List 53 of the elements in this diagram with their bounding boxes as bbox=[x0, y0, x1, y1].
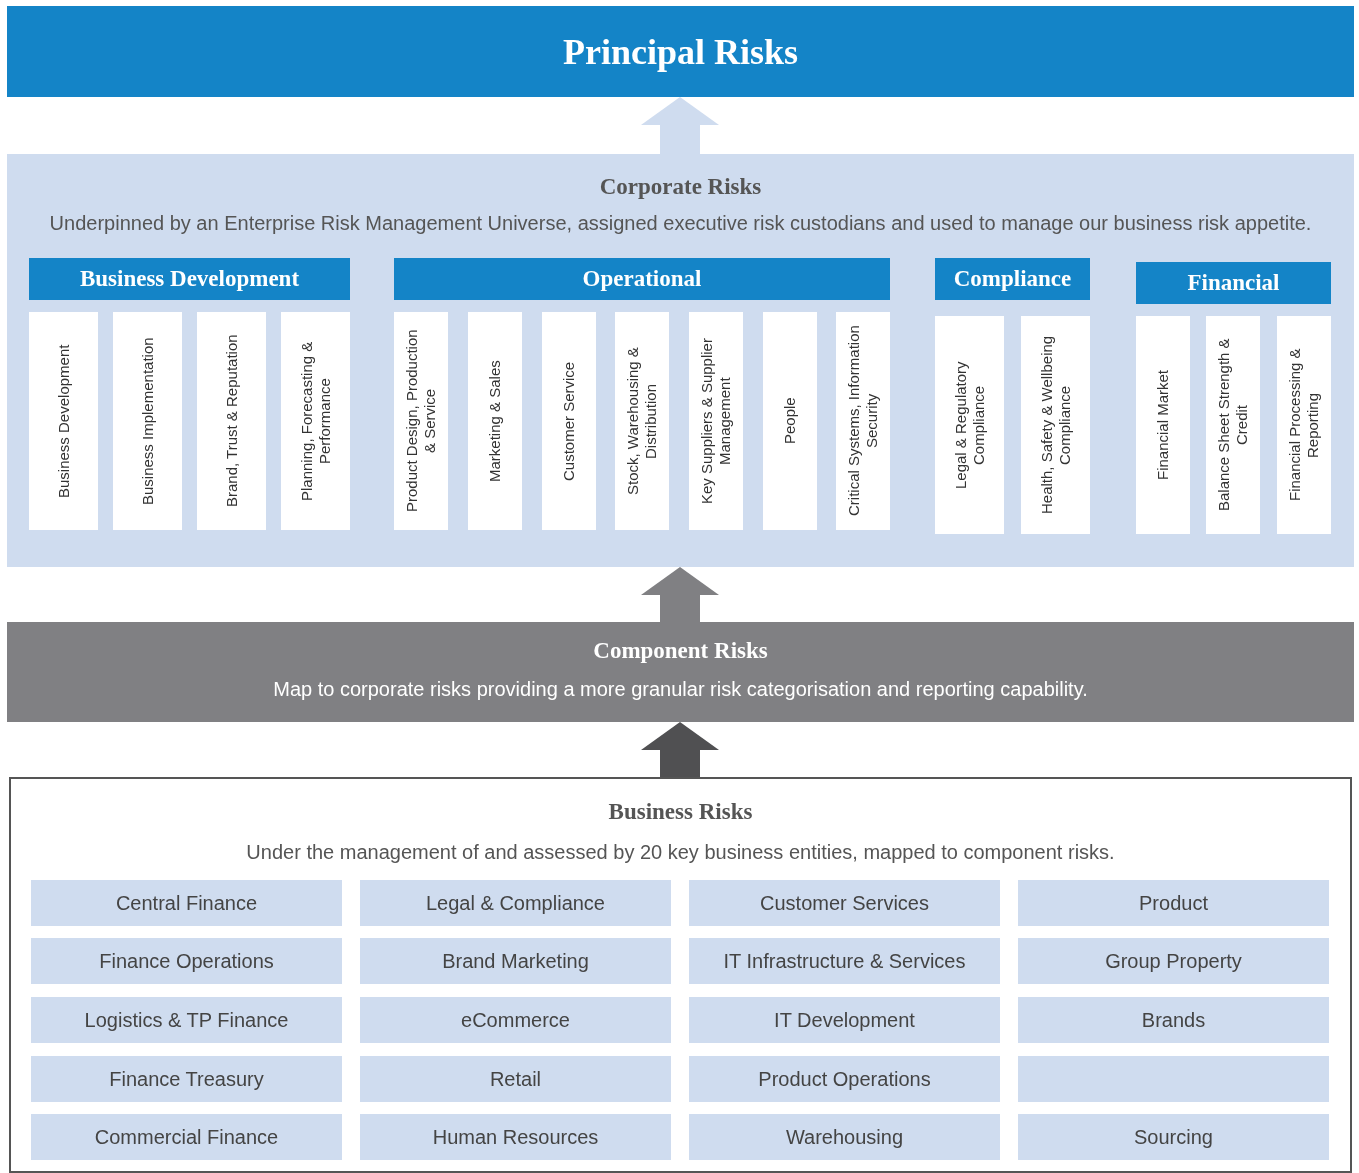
risk-column: Planning, Forecasting & Performance bbox=[281, 312, 350, 530]
entity-box: Brands bbox=[1018, 997, 1329, 1043]
risk-column: Financial Processing & Reporting bbox=[1277, 316, 1331, 534]
entity-box: Commercial Finance bbox=[31, 1114, 342, 1160]
entity-box: Legal & Compliance bbox=[360, 880, 671, 926]
entity-box: Human Resources bbox=[360, 1114, 671, 1160]
category-header: Operational bbox=[394, 258, 890, 300]
category-header: Business Development bbox=[29, 258, 350, 300]
block-arrow bbox=[641, 722, 719, 777]
layer-description: Under the management of and assessed by 20 key business entities, mapped to component risks. bbox=[246, 841, 1115, 864]
entity-box: Product Operations bbox=[689, 1056, 1000, 1102]
entity-box: Finance Operations bbox=[31, 938, 342, 984]
risk-column: Stock, Warehousing & Distribution bbox=[615, 312, 669, 530]
layer-title: Component Risks bbox=[593, 638, 768, 664]
entity-box: Logistics & TP Finance bbox=[31, 997, 342, 1043]
risk-column: Balance Sheet Strength & Credit bbox=[1206, 316, 1260, 534]
entity-box: Finance Treasury bbox=[31, 1056, 342, 1102]
risk-column: Marketing & Sales bbox=[468, 312, 522, 530]
risk-column: Financial Market bbox=[1136, 316, 1190, 534]
entity-box: Sourcing bbox=[1018, 1114, 1329, 1160]
block-arrow bbox=[641, 567, 719, 622]
risk-layer-panel bbox=[7, 154, 1354, 567]
entity-box: Central Finance bbox=[31, 880, 342, 926]
risk-column: Key Suppliers & Supplier Management bbox=[689, 312, 743, 530]
risk-column: People bbox=[763, 312, 817, 530]
layer-title: Business Risks bbox=[608, 799, 753, 825]
risk-column: Brand, Trust & Reputation bbox=[197, 312, 266, 530]
risk-column: Critical Systems, Information Security bbox=[836, 312, 890, 530]
entity-box bbox=[1018, 1056, 1329, 1102]
entity-box: Brand Marketing bbox=[360, 938, 671, 984]
layer-description: Map to corporate risks providing a more granular risk categorisation and reporting capability. bbox=[273, 678, 1088, 701]
risk-layer-panel bbox=[7, 622, 1354, 722]
risk-layer-panel bbox=[9, 777, 1352, 1173]
risk-column: Business Development bbox=[29, 312, 98, 530]
risk-column: Legal & Regulatory Compliance bbox=[935, 316, 1004, 534]
risk-column: Business Implementation bbox=[113, 312, 182, 530]
block-arrow bbox=[641, 97, 719, 154]
layer-title: Corporate Risks bbox=[599, 174, 762, 200]
category-header: Compliance bbox=[935, 258, 1090, 300]
entity-box: Retail bbox=[360, 1056, 671, 1102]
entity-box: IT Development bbox=[689, 997, 1000, 1043]
entity-box: IT Infrastructure & Services bbox=[689, 938, 1000, 984]
risk-column: Customer Service bbox=[542, 312, 596, 530]
entity-box: Group Property bbox=[1018, 938, 1329, 984]
entity-box: eCommerce bbox=[360, 997, 671, 1043]
principal-risks-banner: Principal Risks bbox=[7, 6, 1354, 97]
risk-column: Product Design, Production & Service bbox=[394, 312, 448, 530]
entity-box: Warehousing bbox=[689, 1114, 1000, 1160]
entity-box: Customer Services bbox=[689, 880, 1000, 926]
layer-description: Underpinned by an Enterprise Risk Management Universe, assigned executive risk custodians and used to manage our business risk appetite. bbox=[49, 212, 1312, 235]
category-header: Financial bbox=[1136, 262, 1331, 304]
entity-box: Product bbox=[1018, 880, 1329, 926]
risk-column: Health, Safety & Wellbeing Compliance bbox=[1021, 316, 1090, 534]
